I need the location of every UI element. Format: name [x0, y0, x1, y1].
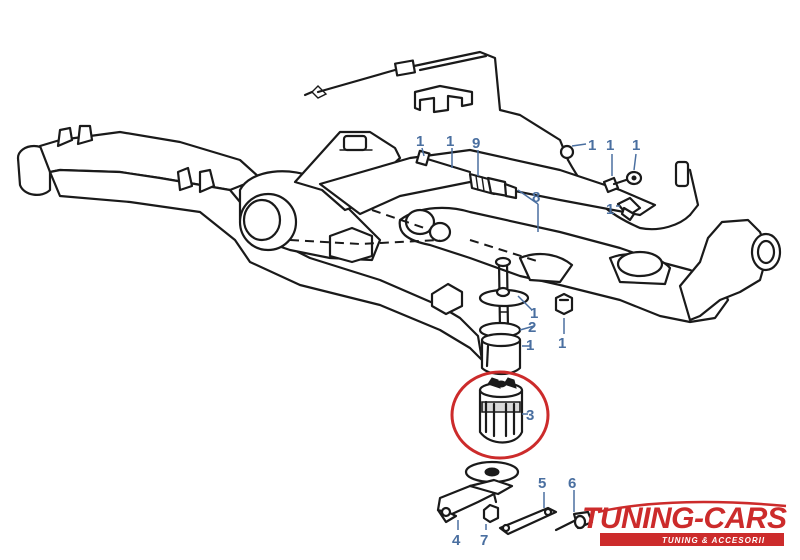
hose-bracket [413, 84, 474, 114]
long-bolt-assembly [415, 149, 518, 200]
callout-labels: 1 1 9 1 1 1 8 1 1 2 1 1 3 4 7 5 6 [416, 133, 640, 549]
callout-8: 8 [532, 189, 540, 206]
callout-7: 7 [480, 532, 488, 549]
tuning-cars-logo: TUNING-CARS TUNING & ACCESORII [582, 500, 787, 546]
subframe [16, 124, 657, 362]
upper-bushing [478, 321, 522, 376]
assembly-lines [289, 209, 541, 263]
callout-9: 9 [472, 135, 480, 152]
callout-4: 4 [452, 532, 461, 549]
logo-tagline-band [600, 533, 784, 546]
rubber-mount-part-3 [478, 377, 524, 444]
hex-nut [554, 292, 574, 316]
callout-1i: 1 [558, 335, 566, 352]
callout-1d: 1 [606, 137, 614, 154]
plate-part-5 [498, 506, 558, 536]
brake-line [303, 50, 700, 231]
lower-bracket [436, 460, 520, 524]
callout-3: 3 [526, 407, 534, 424]
callout-1a: 1 [416, 133, 424, 150]
nut-part-7 [482, 503, 500, 524]
callout-1b: 1 [446, 133, 454, 150]
highlight-circle [450, 370, 550, 460]
logo-tagline: TUNING & ACCESORII [662, 536, 765, 545]
callout-5: 5 [538, 475, 546, 492]
leader-lines [421, 143, 637, 530]
callout-1h: 1 [526, 337, 534, 354]
sensor-bolts [602, 170, 643, 222]
callout-2: 2 [528, 319, 536, 336]
logo-swoosh [597, 500, 787, 514]
logo-title: TUNING-CARS [582, 502, 787, 535]
bolt-part-6 [554, 510, 594, 532]
callout-1e: 1 [632, 137, 640, 154]
callout-1f: 1 [606, 201, 614, 218]
callout-1c: 1 [588, 137, 596, 154]
callout-1g: 1 [530, 305, 538, 322]
callout-6: 6 [568, 475, 576, 492]
trailing-arm [398, 206, 782, 324]
mount-stud [478, 256, 530, 332]
